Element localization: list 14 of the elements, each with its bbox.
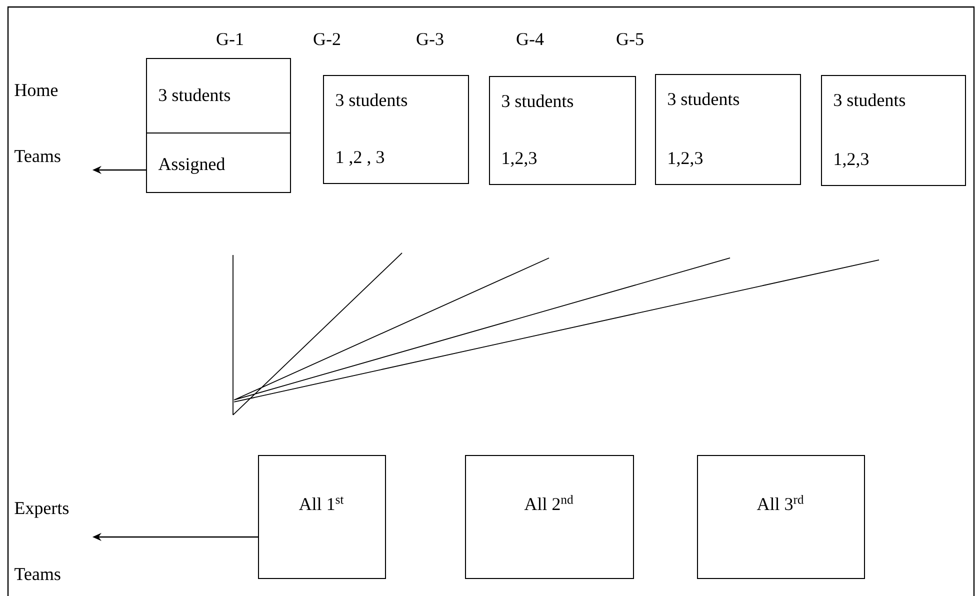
group-box: 3 students 1,2,3	[821, 75, 966, 186]
group-box: 3 students 1 ,2 , 3	[323, 75, 469, 184]
group-label: G-5	[616, 33, 644, 46]
row-label: Experts Teams	[14, 502, 69, 580]
group-label: G-4	[516, 33, 544, 46]
group-box: All 2$^{nd}$	[465, 454, 634, 579]
split-box: 3 students Assigned	[146, 58, 291, 193]
group-box: All 1$^{st}$	[258, 454, 386, 579]
group-box: 3 students 1,2,3	[655, 74, 801, 185]
group-label: G-2	[314, 33, 340, 46]
group-label: G-3	[416, 33, 444, 46]
group-box: All 3$^{rd}$	[697, 454, 865, 579]
row-label: Home Teams	[14, 84, 60, 162]
group-box: 3 students 1,2,3	[489, 76, 636, 185]
